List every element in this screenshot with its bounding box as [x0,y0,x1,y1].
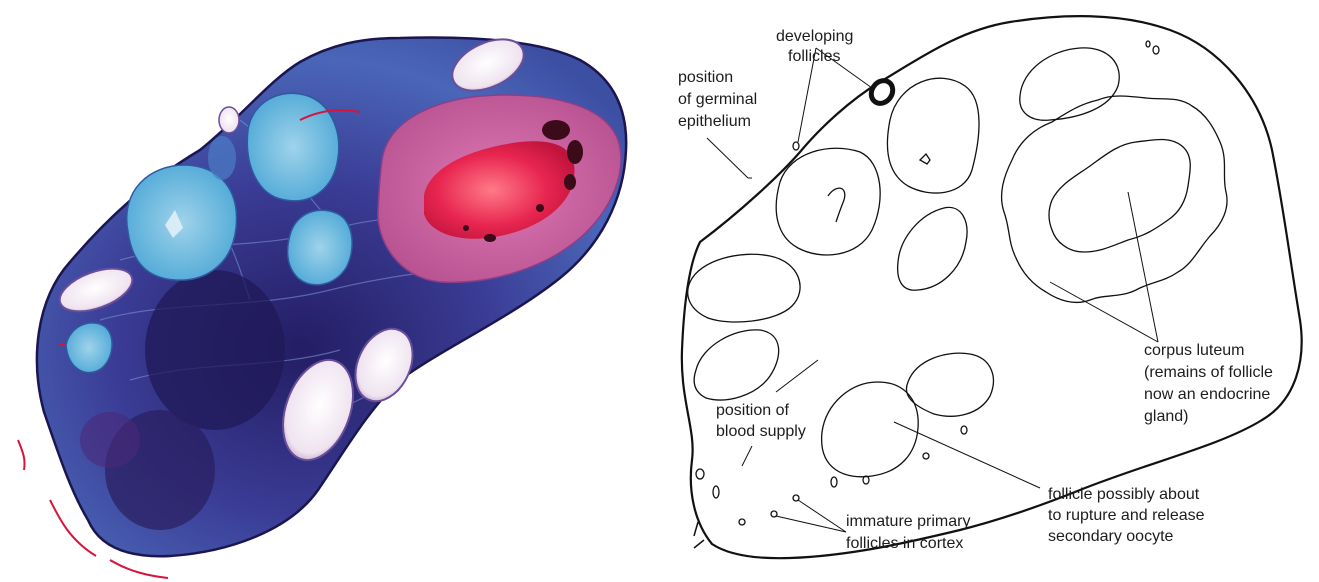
label-rupturing-follicle: follicle possibly about to rupture and r… [1048,486,1205,545]
cyan-follicle-2 [247,93,338,201]
label-corpus-luteum-line2: (remains of follicle [1144,364,1273,381]
label-corpus-luteum-line3: now an endocrine [1144,386,1270,403]
line-drawing [682,16,1302,558]
label-blood-supply-line2: blood supply [716,423,806,440]
primary-follicles [696,41,1159,525]
label-blood-supply: position of blood supply [716,402,806,440]
label-germinal-epithelium-line1: position [678,69,733,86]
developing-follicle-ring [867,76,897,107]
label-germinal-epithelium-line3: epithelium [678,113,751,130]
follicle-center [898,207,967,290]
follicle-left-top-cavity [828,188,845,222]
cyan-follicle-4 [66,323,112,373]
cyan-follicle-1 [127,165,237,280]
label-corpus-luteum-line4: gland) [1144,408,1188,425]
follicle-rupturing [822,382,919,477]
follicle-upper-mid [887,78,979,193]
corpus-luteum-outer [1002,96,1227,302]
label-primary-follicles-line2: follicles in cortex [846,535,963,552]
label-corpus-luteum-line1: corpus luteum [1144,342,1245,359]
label-rupturing-follicle-line3: secondary oocyte [1048,528,1174,545]
micrograph [18,29,626,578]
label-germinal-epithelium-line2: of germinal [678,91,757,108]
outline-nick [694,522,704,548]
cyan-follicle-3 [288,210,353,285]
white-follicle-small [219,107,239,133]
follicle-top-right [1020,48,1119,120]
follicle-lower-mid [906,353,993,416]
label-rupturing-follicle-line1: follicle possibly about [1048,486,1200,503]
label-developing-follicles: developing follicles [776,28,853,65]
label-corpus-luteum: corpus luteum (remains of follicle now a… [1144,342,1273,425]
label-germinal-epithelium: position of germinal epithelium [678,69,757,130]
follicle-lower-left [694,330,779,400]
label-primary-follicles-line1: immature primary [846,513,970,530]
label-developing-follicles-line2: follicles [788,48,840,65]
follicle-left-top [776,148,880,255]
label-developing-follicles-line1: developing [776,28,853,45]
cyan-follicle-5 [208,136,236,180]
follicle-upper-mid-cavity [920,154,930,164]
ovary-outline [682,16,1302,558]
corpus-luteum-inner [1049,140,1190,253]
leader-lines [707,48,1158,532]
follicle-left-mid [688,254,800,322]
label-blood-supply-line1: position of [716,402,789,419]
purple-patch [80,412,140,468]
label-rupturing-follicle-line2: to rupture and release [1048,507,1205,524]
dark-medulla-region [145,270,285,430]
